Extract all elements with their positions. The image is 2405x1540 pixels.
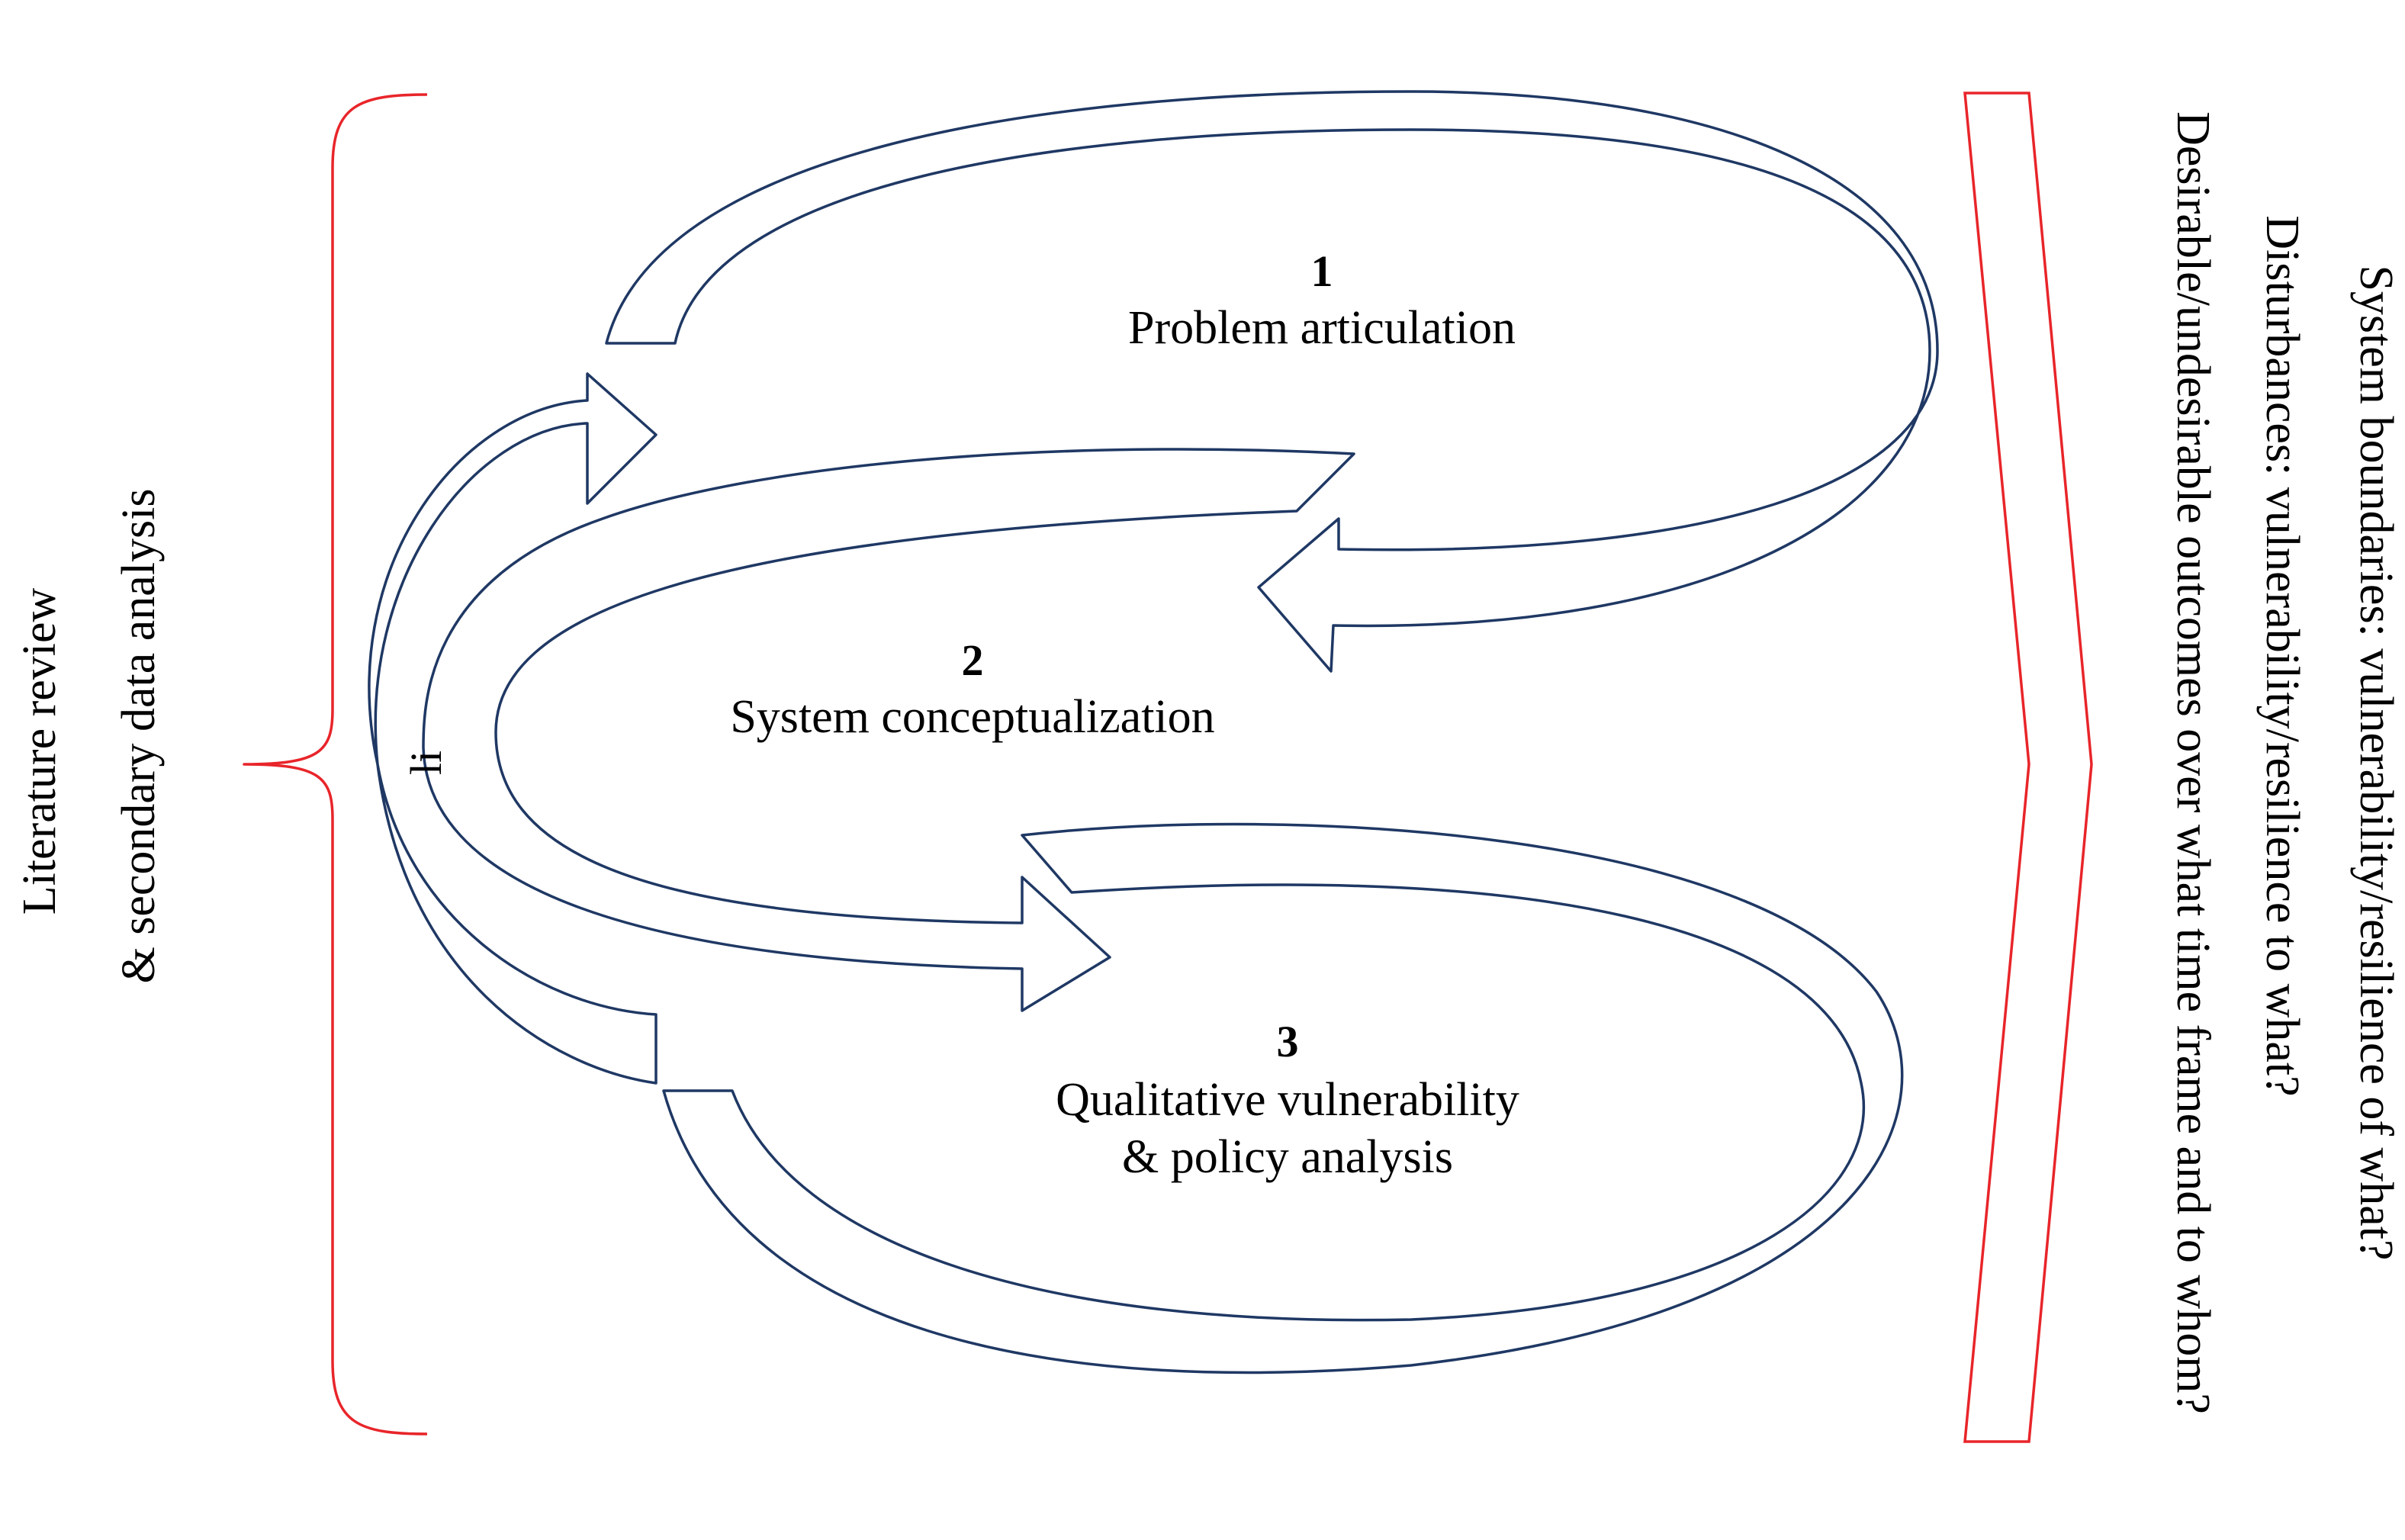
right-chevron	[1963, 92, 2093, 1443]
left-annotation-line-1: Literature review	[14, 587, 66, 915]
left-bracket	[243, 93, 428, 1436]
right-annotation-line-1: System boundaries: vulnerability/resilie…	[2350, 265, 2402, 1260]
right-annotation-line-3: Desirable/undesirable outcomes over what…	[2167, 111, 2219, 1414]
step-3-label-line-2: & policy analysis	[1122, 1131, 1453, 1183]
loop-1-arrow	[605, 90, 1939, 673]
left-annotation-line-2: & secondary data analysis	[113, 488, 165, 983]
step-3-number: 3	[1277, 1017, 1299, 1066]
loop-2-arrow	[422, 448, 1355, 1012]
loop-3-arrow	[662, 822, 1904, 1374]
right-annotation-line-2: Disturbances: vulnerability/resilience t…	[2256, 215, 2308, 1096]
step-2-label: System conceptualization	[730, 691, 1214, 743]
step-1-number: 1	[1311, 246, 1333, 296]
step-1-label: Problem articulation	[1128, 302, 1516, 354]
step-3-label-line-1: Qualitative vulnerability	[1056, 1074, 1519, 1126]
step-2-number: 2	[962, 635, 984, 685]
loop-marker: li	[401, 751, 451, 775]
feedback-arrow-up	[368, 372, 658, 1085]
